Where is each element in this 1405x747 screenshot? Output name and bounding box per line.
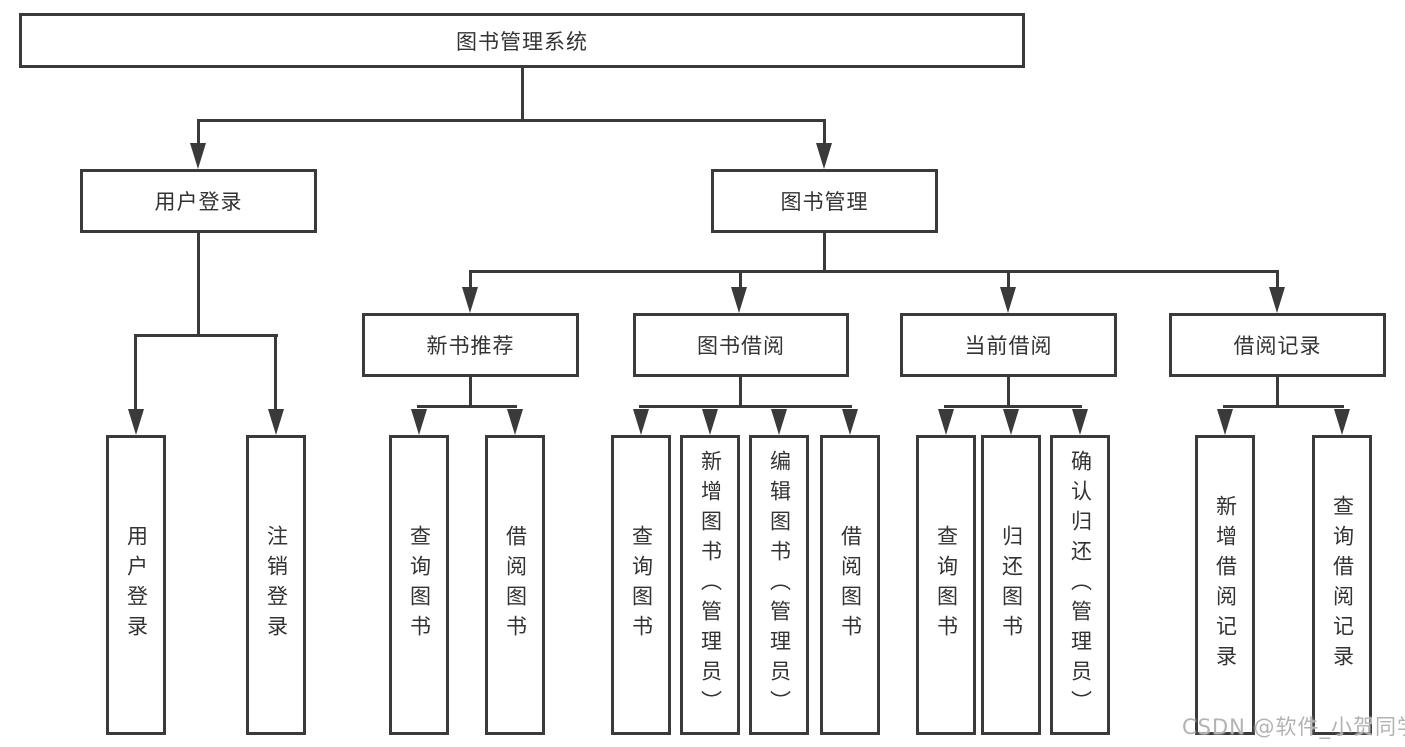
node-borrowing-records: 借阅记录: [1169, 313, 1386, 377]
node-new-book-recommendation: 新书推荐: [362, 313, 579, 377]
connector-root-stem: [521, 68, 524, 122]
arrow-down-icon: [462, 287, 478, 313]
connector-module2-rail: [944, 405, 1082, 408]
arrow-down-icon: [731, 287, 747, 313]
node-book-management: 图书管理: [711, 169, 938, 233]
arrow-down-icon: [411, 409, 427, 435]
connector-module3-rail: [1223, 405, 1344, 408]
connector-module2-stem: [1007, 377, 1010, 408]
leaf-label: 新增图书（管理员）: [698, 450, 723, 720]
leaf-borrow-books: 借阅图书: [820, 435, 880, 735]
leaf-label: 借阅图书: [838, 525, 863, 645]
leaf-label: 查询图书: [629, 525, 654, 645]
connector-drop-book-management: [823, 119, 826, 147]
leaf-confirm-return-admin: 确认归还（管理员）: [1050, 435, 1110, 735]
arrow-down-icon: [1334, 409, 1350, 435]
connector-module3-stem: [1276, 377, 1279, 408]
leaf-label: 确认归还（管理员）: [1068, 450, 1093, 720]
arrow-down-icon: [268, 409, 284, 435]
leaf-label: 查询图书: [407, 525, 432, 645]
connector-modules-rail: [469, 270, 1279, 273]
leaf-label: 查询借阅记录: [1330, 495, 1355, 675]
leaf-query-books: 查询图书: [389, 435, 449, 735]
leaf-query-books: 查询图书: [611, 435, 671, 735]
node-label: 图书借阅: [697, 334, 785, 358]
connector-mgmt-stem: [823, 233, 826, 273]
leaf-label: 查询图书: [934, 525, 959, 645]
connector-drop-user-login: [197, 119, 200, 147]
leaf-label: 归还图书: [999, 525, 1024, 645]
connector-drop-module: [1276, 270, 1279, 292]
arrow-down-icon: [771, 409, 787, 435]
leaf-return-books: 归还图书: [981, 435, 1041, 735]
node-user-login: 用户登录: [80, 169, 317, 233]
connector-module0-rail: [417, 405, 517, 408]
connector-login-rail: [134, 334, 278, 337]
connector-drop-module: [739, 270, 742, 292]
arrow-down-icon: [938, 409, 954, 435]
connector-module0-stem: [469, 377, 472, 408]
arrow-down-icon: [1003, 409, 1019, 435]
arrow-down-icon: [1217, 409, 1233, 435]
leaf-query-borrow-record: 查询借阅记录: [1312, 435, 1372, 735]
csdn-watermark: CSDN @软件_小贺同学: [1182, 715, 1405, 739]
arrow-down-icon: [190, 143, 206, 169]
leaf-borrow-books: 借阅图书: [485, 435, 545, 735]
arrow-down-icon: [816, 143, 832, 169]
node-current-borrowing: 当前借阅: [900, 313, 1117, 377]
arrow-down-icon: [128, 409, 144, 435]
leaf-user-login: 用户登录: [106, 435, 166, 735]
leaf-logout: 注销登录: [246, 435, 306, 735]
leaf-edit-book-admin: 编辑图书（管理员）: [749, 435, 809, 735]
connector-level2-rail: [197, 119, 826, 122]
connector-drop-login-leaf: [134, 334, 137, 412]
leaf-label: 注销登录: [264, 525, 289, 645]
leaf-query-books: 查询图书: [916, 435, 976, 735]
leaf-label: 借阅图书: [503, 525, 528, 645]
leaf-add-borrow-record: 新增借阅记录: [1195, 435, 1255, 735]
node-library-management-system: 图书管理系统: [19, 13, 1025, 68]
connector-module1-stem: [739, 377, 742, 408]
connector-drop-logout-leaf: [274, 334, 277, 412]
arrow-down-icon: [1072, 409, 1088, 435]
arrow-down-icon: [1000, 287, 1016, 313]
arrow-down-icon: [633, 409, 649, 435]
leaf-label: 新增借阅记录: [1213, 495, 1238, 675]
arrow-down-icon: [842, 409, 858, 435]
connector-drop-module: [469, 270, 472, 292]
connector-module1-rail: [639, 405, 852, 408]
node-label: 图书管理系统: [456, 29, 588, 54]
leaf-label: 用户登录: [124, 525, 149, 645]
node-label: 新书推荐: [426, 334, 515, 358]
connector-login-stem: [197, 233, 200, 337]
arrow-down-icon: [702, 409, 718, 435]
connector-drop-module: [1007, 270, 1010, 292]
node-label: 图书管理: [780, 190, 869, 214]
arrow-down-icon: [1269, 287, 1285, 313]
node-label: 借阅记录: [1233, 334, 1322, 358]
node-label: 用户登录: [154, 190, 243, 214]
leaf-add-book-admin: 新增图书（管理员）: [680, 435, 740, 735]
arrow-down-icon: [507, 409, 523, 435]
node-label: 当前借阅: [964, 334, 1053, 358]
node-book-borrowing: 图书借阅: [633, 313, 849, 377]
leaf-label: 编辑图书（管理员）: [767, 450, 792, 720]
